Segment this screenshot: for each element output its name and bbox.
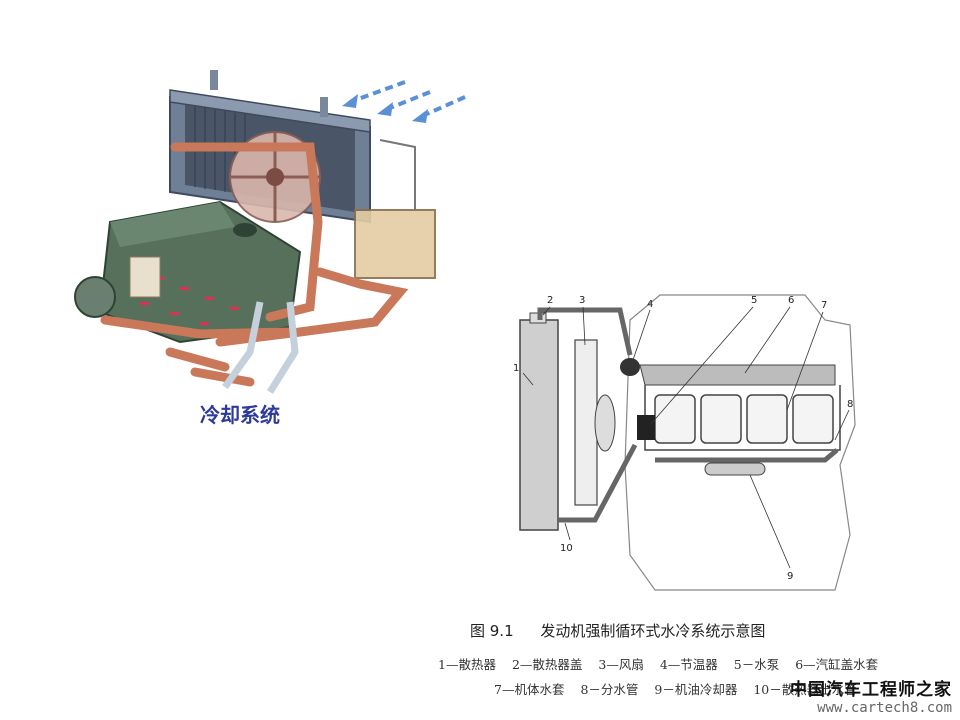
- callout-4: 4: [647, 299, 653, 310]
- intake-hoses: [222, 301, 299, 394]
- legend-item: 4—节温器: [659, 657, 718, 672]
- callout-8: 8: [847, 399, 853, 410]
- callout-7: 7: [821, 300, 827, 311]
- legend-row: 7—机体水套 8－分水管 9－机油冷却器 10－散热器出水管: [494, 679, 869, 698]
- radiator-body: [519, 319, 559, 531]
- airflow-arrows: [342, 80, 466, 123]
- legend-item: 10－散热器出水管: [753, 682, 857, 697]
- figure-caption: 图 9.1 发动机强制循环式水冷系统示意图: [470, 620, 950, 641]
- legend-item: 3—风扇: [598, 657, 644, 672]
- legend-item: 2—散热器盖: [511, 657, 583, 672]
- oil-cooler: [704, 462, 766, 476]
- thermostat: [620, 358, 640, 376]
- watermark-cn: 中国汽车工程师之家: [790, 680, 952, 700]
- cylinder-head-jacket: [639, 364, 836, 386]
- callout-6: 6: [788, 295, 794, 306]
- fan: [229, 131, 321, 223]
- callout-1: 1: [513, 363, 519, 374]
- legend-item: 6—汽缸盖水套: [795, 657, 879, 672]
- cooling-system-illustration: 冷却系统: [74, 70, 466, 427]
- cooling-system-schematic: 1 2 3 4 5 6 7 8 9 10: [513, 294, 856, 591]
- legend-item: 1—散热器: [438, 657, 496, 672]
- callout-10: 10: [560, 543, 573, 554]
- engine-outline: [624, 294, 856, 591]
- legend-item: 8－分水管: [580, 682, 639, 697]
- legend-item: 9－机油冷却器: [654, 682, 738, 697]
- figure-title: 发动机强制循环式水冷系统示意图: [540, 622, 766, 640]
- watermark: 中国汽车工程师之家 www.cartech8.com: [790, 675, 952, 716]
- callout-2: 2: [547, 295, 553, 306]
- figure-number: 图 9.1: [470, 622, 514, 640]
- expansion-tank: [354, 139, 436, 279]
- callout-9: 9: [787, 571, 793, 582]
- fan-pulley: [594, 394, 616, 452]
- water-pump: [637, 415, 655, 440]
- cylinder-jackets: [654, 394, 834, 444]
- callout-5: 5: [751, 295, 757, 306]
- watermark-en: www.cartech8.com: [817, 700, 952, 716]
- illustration-label: 冷却系统: [200, 403, 280, 427]
- callout-3: 3: [579, 295, 585, 306]
- legend-item: 7—机体水套: [494, 682, 565, 697]
- coolant-pipes: [100, 142, 409, 387]
- legend-item: 5－水泵: [733, 657, 780, 672]
- engine-block: [74, 200, 302, 344]
- legend-row: 1—散热器 2—散热器盖 3—风扇 4—节温器 5－水泵 6—汽缸盖水套: [438, 654, 890, 673]
- schematic-pipes: [537, 307, 839, 523]
- fan-blade: [574, 339, 598, 506]
